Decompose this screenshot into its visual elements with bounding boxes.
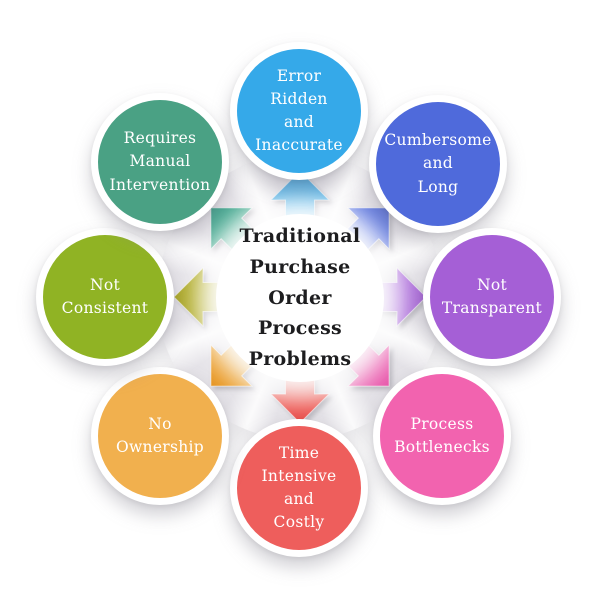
- bubble-cumbersome: Cumbersome and Long: [369, 95, 507, 233]
- bubble-error-ridden-label: Error Ridden and Inaccurate: [255, 66, 343, 155]
- bubble-not-consistent-label: Not Consistent: [61, 275, 149, 317]
- bubble-time-intensive: Time Intensive and Costly: [230, 419, 368, 557]
- center-title: Traditional Purchase Order Process Probl…: [239, 225, 361, 371]
- bubble-no-ownership-label: No Ownership: [115, 414, 205, 456]
- bubble-not-transparent-label: Not Transparent: [441, 275, 543, 317]
- bubble-process-bottlenecks-label: Process Bottlenecks: [394, 414, 490, 456]
- bubble-requires-manual-label: Requires Manual Intervention: [109, 129, 211, 194]
- bubble-not-consistent: Not Consistent: [36, 228, 174, 366]
- bubble-time-intensive-label: Time Intensive and Costly: [261, 443, 337, 532]
- bubble-no-ownership: No Ownership: [91, 367, 229, 505]
- bubble-requires-manual: Requires Manual Intervention: [91, 93, 229, 231]
- bubble-cumbersome-label: Cumbersome and Long: [384, 131, 492, 196]
- bubble-error-ridden: Error Ridden and Inaccurate: [230, 42, 368, 180]
- bubble-process-bottlenecks: Process Bottlenecks: [373, 367, 511, 505]
- bubble-not-transparent: Not Transparent: [423, 228, 561, 366]
- center-circle: Traditional Purchase Order Process Probl…: [216, 214, 384, 382]
